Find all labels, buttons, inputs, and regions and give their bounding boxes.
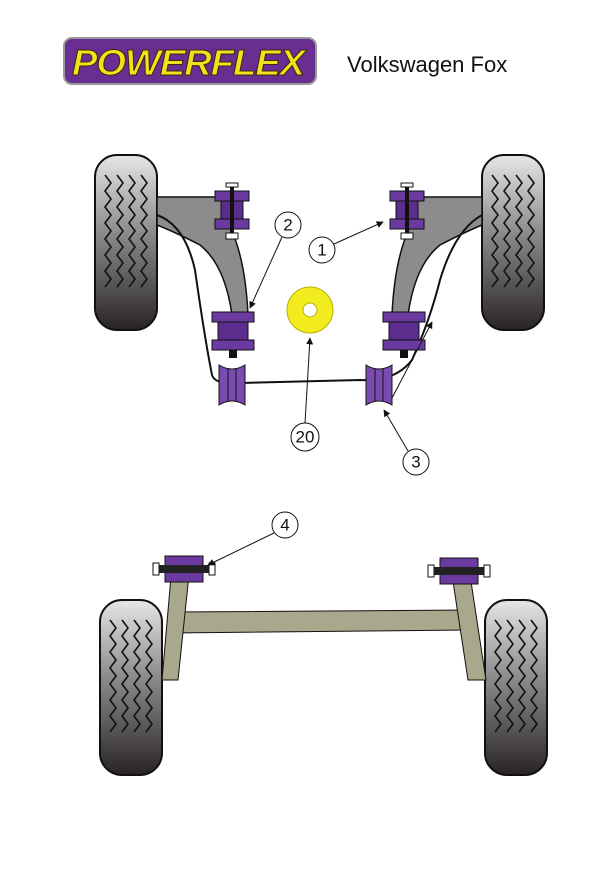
anti-roll-bar: [156, 214, 483, 385]
callout-2: 2: [249, 211, 302, 309]
front-left-front-bush: [211, 311, 255, 359]
front-right-wheel: [481, 154, 545, 331]
svg-text:2: 2: [283, 216, 292, 235]
rear-left-wheel: [99, 599, 163, 776]
svg-text:POWERFLEX: POWERFLEX: [72, 42, 307, 83]
callout-1: 1: [308, 221, 384, 264]
front-left-wheel: [94, 154, 158, 331]
svg-text:3: 3: [411, 453, 420, 472]
rear-left-bush: [152, 555, 216, 583]
washer-20: [286, 286, 334, 334]
front-right-front-bush: [382, 311, 426, 359]
svg-text:20: 20: [296, 428, 315, 447]
rear-right-bush: [427, 557, 491, 585]
svg-text:4: 4: [280, 516, 289, 535]
rear-suspension: [99, 555, 548, 776]
callout-20: 20: [290, 337, 320, 452]
arb-right-bush: [365, 364, 393, 406]
callout-3: 3: [383, 321, 433, 476]
rear-right-wheel: [484, 599, 548, 776]
rear-beam: [171, 609, 471, 634]
front-suspension: [94, 154, 545, 406]
vehicle-title: Volkswagen Fox: [347, 52, 507, 77]
callout-4: 4: [207, 511, 299, 566]
powerflex-logo: POWERFLEX: [63, 37, 317, 85]
arb-left-bush: [218, 364, 246, 406]
svg-text:1: 1: [317, 241, 326, 260]
